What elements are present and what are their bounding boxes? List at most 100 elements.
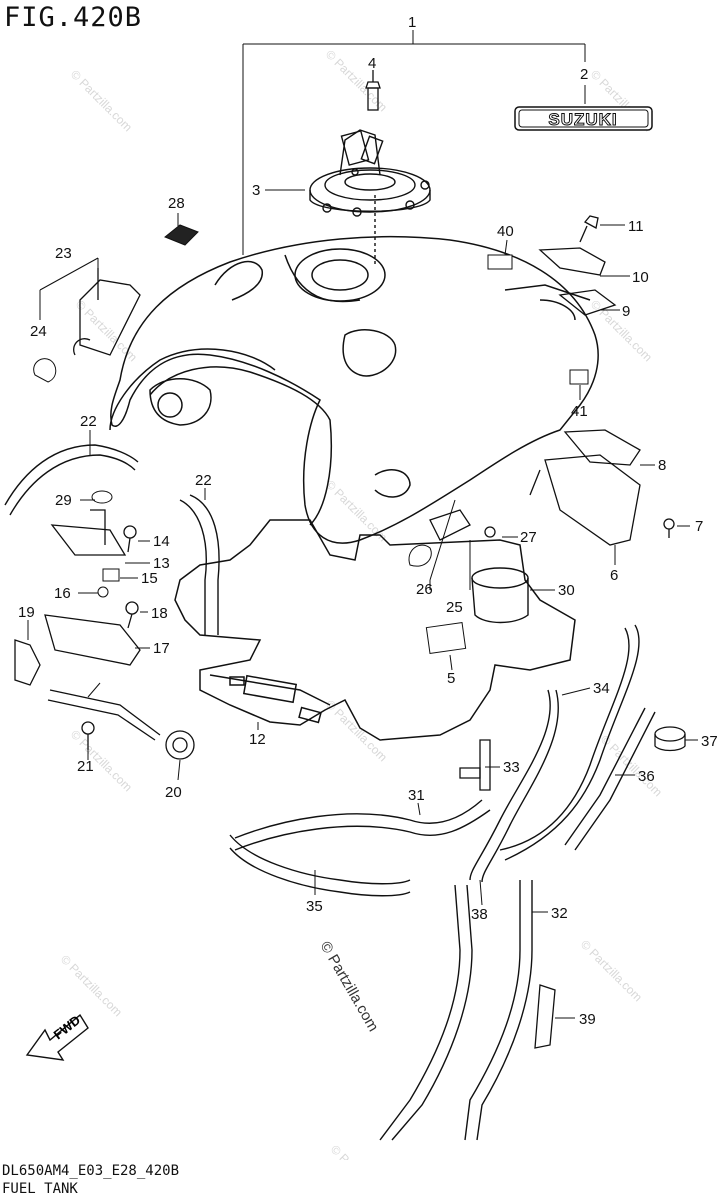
bolt-21 [81,721,95,750]
pump-band-30 [471,567,529,624]
callout-28: 28 [168,195,185,212]
cap-gasket-28 [164,224,199,246]
plate-9 [558,289,617,316]
callout-34: 34 [593,680,610,697]
callout-25: 25 [446,599,463,616]
bolt-18 [125,601,139,629]
watermark: © Partzilla.com [323,477,390,544]
callouts: 1 2 3 4 5 6 7 8 9 10 11 12 13 14 15 16 1… [18,14,718,1028]
callout-14: 14 [153,533,170,550]
callout-38: 38 [471,906,488,923]
pad-5 [425,622,467,654]
joint-33 [459,739,491,791]
copyright-text: © Partzilla.com [317,939,382,1035]
callout-13: 13 [153,555,170,572]
callout-17: 17 [153,640,170,657]
callout-33: 33 [503,759,520,776]
callout-29: 29 [55,492,72,509]
hose-36 [564,707,656,851]
callout-27: 27 [520,529,537,546]
bracket-10 [538,247,606,276]
cap-37 [654,726,686,752]
callout-22b: 22 [195,472,212,489]
callout-4: 4 [368,55,376,72]
bracket-13 [50,509,127,556]
cushion-24 [33,358,57,383]
callout-6: 6 [610,567,618,584]
callout-12: 12 [249,731,266,748]
watermark: © Partzilla.com [323,697,390,764]
callout-16: 16 [54,585,71,602]
fuel-tank [109,235,599,544]
figure-title: FIG.420B [4,2,143,33]
fuel-tank-exploded-view: © Partzilla.com © Partzilla.com © Partzi… [4,14,718,1160]
figure-name: FUEL TANK [2,1181,78,1197]
callout-35: 35 [306,898,323,915]
pad-40 [487,254,513,270]
emblem-text: SUZUKI [548,110,617,129]
fuel-cap [309,129,431,265]
bolt-14 [123,525,137,553]
cover-26 [408,544,432,567]
callout-1: 1 [408,14,416,31]
callout-2: 2 [580,66,588,83]
callout-26: 26 [416,581,433,598]
hose-32 [464,880,533,1141]
watermark: © Partzilla.com [328,1142,395,1160]
callout-18: 18 [151,605,168,622]
bracket-bolt-11 [579,215,599,243]
callout-11: 11 [628,218,644,235]
callout-39: 39 [579,1011,596,1028]
watermark: © Partzilla.com [68,67,135,134]
hose-38 [379,884,473,1141]
callout-22a: 22 [80,413,97,430]
plate-17 [44,614,141,666]
callout-41: 41 [571,403,588,420]
hose-31 [234,799,491,851]
pad-41 [569,369,589,385]
callout-31: 31 [408,787,425,804]
cushion-15 [102,568,120,582]
callout-19: 19 [18,604,35,621]
watermark: © Partzilla.com [58,952,125,1019]
callout-20: 20 [165,784,182,801]
tank-base-plate [174,519,576,741]
callout-36: 36 [638,768,655,785]
callout-32: 32 [551,905,568,922]
grommet-29 [91,490,113,504]
callout-10: 10 [632,269,649,286]
callout-9: 9 [622,303,630,320]
callout-30: 30 [558,582,575,599]
filter-27 [429,509,496,541]
fastener-4 [365,70,381,111]
callout-40: 40 [497,223,514,240]
bracket-8 [529,429,641,546]
callout-23: 23 [55,245,72,262]
cushion-20 [165,730,195,760]
hose-22-center [179,494,220,635]
callout-8: 8 [658,457,666,474]
suzuki-emblem: SUZUKI [514,85,653,131]
forward-arrow: FWD [25,1012,89,1061]
hose-35 [229,834,411,897]
bolt-7 [663,518,675,538]
collar-16 [97,586,109,598]
watermark: © Partzilla.com [578,937,645,1004]
clamp-39 [534,984,556,1049]
callout-15: 15 [141,570,158,587]
pad-23 [73,268,141,356]
figure-code: DL650AM4_E03_E28_420B [2,1163,180,1179]
callout-21: 21 [77,758,94,775]
leader-lines [27,189,698,1019]
callout-7: 7 [695,518,703,535]
assembly-bracket [242,30,586,255]
callout-5: 5 [447,670,455,687]
callout-37: 37 [701,733,718,750]
hose-center [469,689,559,883]
hinge-19 [14,639,161,741]
hose-34 [499,624,640,861]
callout-24: 24 [30,323,47,340]
callout-3: 3 [252,182,260,199]
watermark: © Partzilla.com [323,47,390,114]
